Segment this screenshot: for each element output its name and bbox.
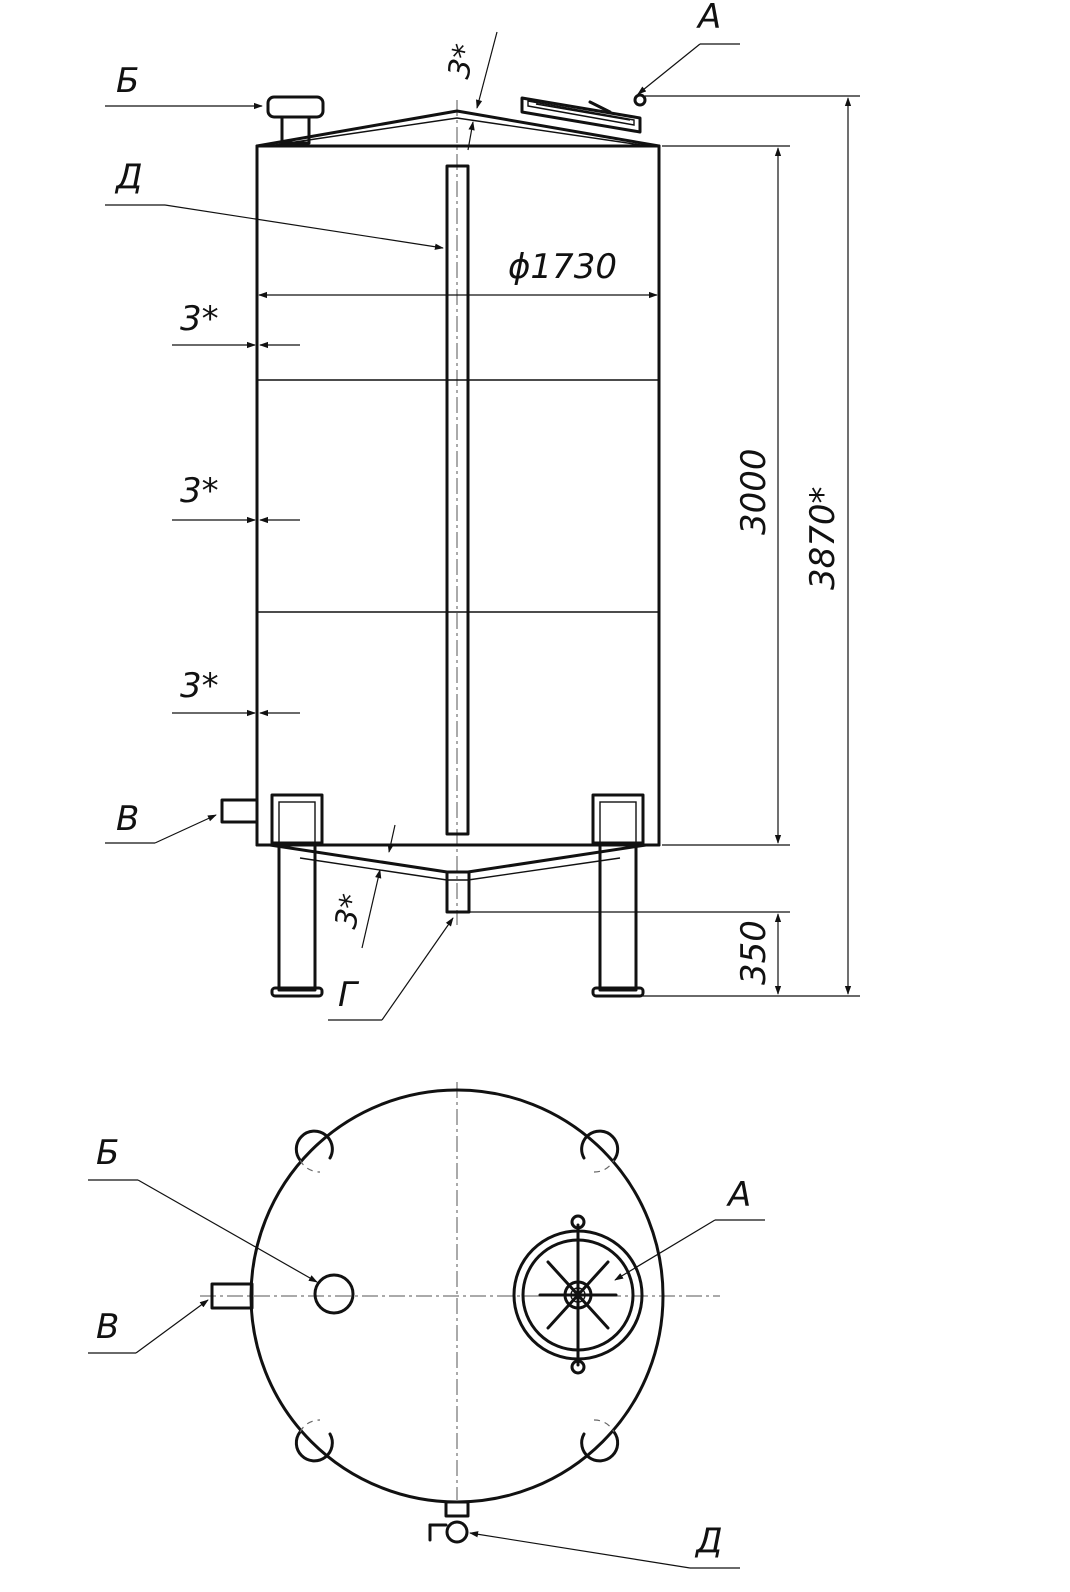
diameter-label: ϕ1730: [508, 247, 617, 287]
top-view: Б В А Д: [88, 1082, 765, 1569]
top-leg-lugs: [294, 1129, 620, 1463]
label-g-side: Г: [338, 975, 360, 1015]
roof-thickness-label: 3*: [442, 41, 483, 82]
drain-pipe: [445, 870, 471, 914]
label-v-top: В: [96, 1307, 119, 1347]
wall-thickness-2-label: 3*: [180, 471, 219, 511]
label-a-side: А: [696, 0, 721, 37]
wall-thickness-markers: 3* 3* 3*: [172, 299, 300, 717]
label-v-side: В: [116, 799, 139, 839]
label-b-side: Б: [116, 61, 139, 101]
nozzle-b: [266, 95, 325, 145]
conical-bottom: [268, 843, 648, 881]
wall-thickness-3-label: 3*: [180, 666, 219, 706]
shell-height-label: 3000: [734, 448, 774, 535]
top-leaders: Б В А Д: [88, 1133, 765, 1569]
conical-roof: [255, 109, 661, 148]
wall-thickness-1-label: 3*: [180, 299, 219, 339]
gauge-d-top: [428, 1500, 470, 1544]
diameter-dimension: ϕ1730: [258, 247, 658, 299]
bottom-thickness-marker: 3*: [329, 824, 396, 949]
leg-height-label: 350: [734, 920, 774, 985]
level-gauge-tube: [445, 164, 470, 836]
hatch-a-top: [512, 1214, 644, 1375]
nozzle-v: [220, 798, 259, 824]
label-d-top: Д: [694, 1521, 723, 1561]
support-leg-right: [591, 793, 645, 998]
side-view: ϕ1730 3000 350 3870* 3* 3* 3*: [105, 0, 860, 1021]
total-height-label: 3870*: [803, 486, 843, 590]
height-dimensions: 3000 350 3870*: [470, 95, 860, 997]
nozzle-b-top: [313, 1273, 355, 1315]
side-leaders: А Б Д В Г: [105, 0, 740, 1021]
support-leg-left: [270, 793, 324, 998]
nozzle-v-top: [210, 1282, 254, 1310]
roof-thickness-marker: 3*: [442, 31, 498, 151]
tank-shell: [255, 144, 661, 847]
label-a-top: А: [726, 1175, 751, 1215]
bottom-thickness-label: 3*: [329, 891, 370, 932]
label-b-top: Б: [96, 1133, 119, 1173]
manhole-hatch-a: [520, 93, 647, 134]
label-d-side: Д: [114, 157, 143, 197]
